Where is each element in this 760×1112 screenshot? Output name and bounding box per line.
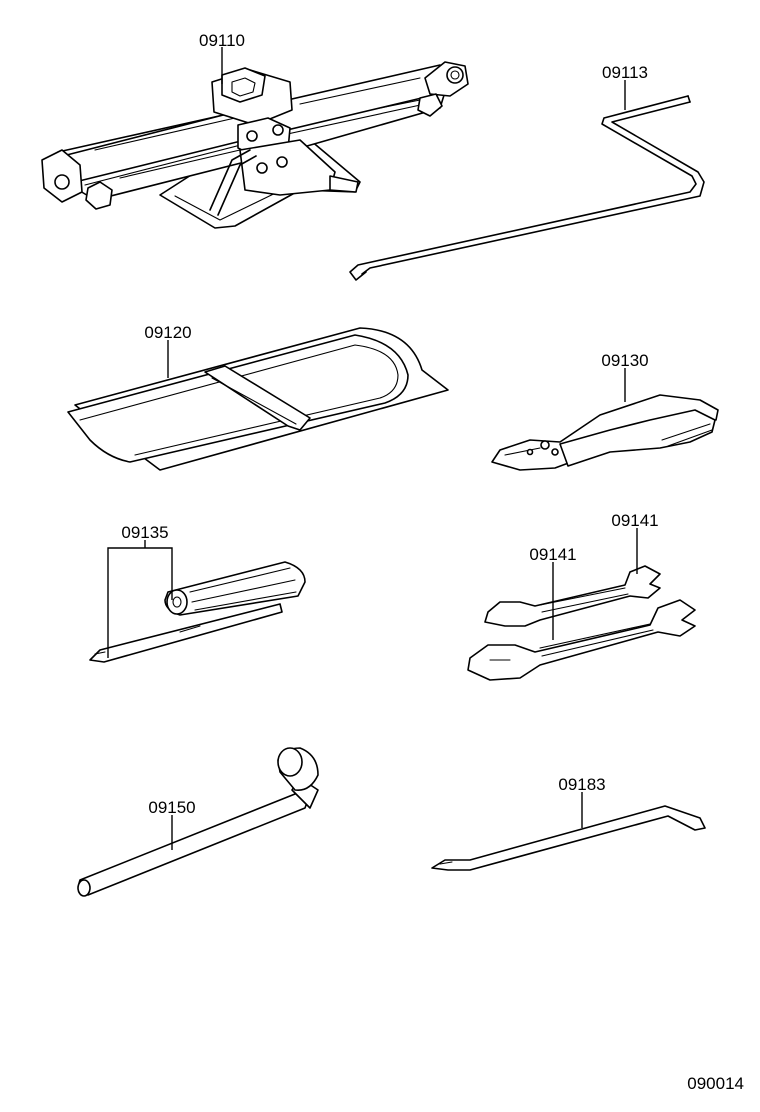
screwdriver-illustration [89, 561, 306, 663]
part-label-wheel-wrench: 09150 [148, 798, 195, 817]
part-label-jack-handle: 09113 [602, 63, 648, 82]
leader-bracket-screwdriver [107, 547, 173, 658]
wrench-large-illustration [467, 599, 696, 681]
part-label-screwdriver: 09135 [121, 523, 168, 542]
part-label-pliers: 09130 [601, 351, 648, 370]
wheel-wrench-illustration [77, 747, 319, 897]
pliers-illustration [491, 394, 719, 471]
part-label-wrench-small: 09141 [611, 511, 658, 530]
part-label-tool-bag: 09120 [144, 323, 191, 342]
tool-bag-illustration [67, 327, 449, 471]
part-label-hook-bar: 09183 [558, 775, 605, 794]
part-label-wrench-large: 09141 [529, 545, 576, 564]
wrench-small-illustration [484, 565, 661, 627]
scissor-jack-illustration [41, 61, 469, 229]
part-label-jack: 09110 [199, 31, 245, 50]
jack-handle-illustration [349, 95, 705, 281]
hook-bar-illustration [431, 805, 706, 871]
figure-code: 090014 [687, 1074, 744, 1093]
